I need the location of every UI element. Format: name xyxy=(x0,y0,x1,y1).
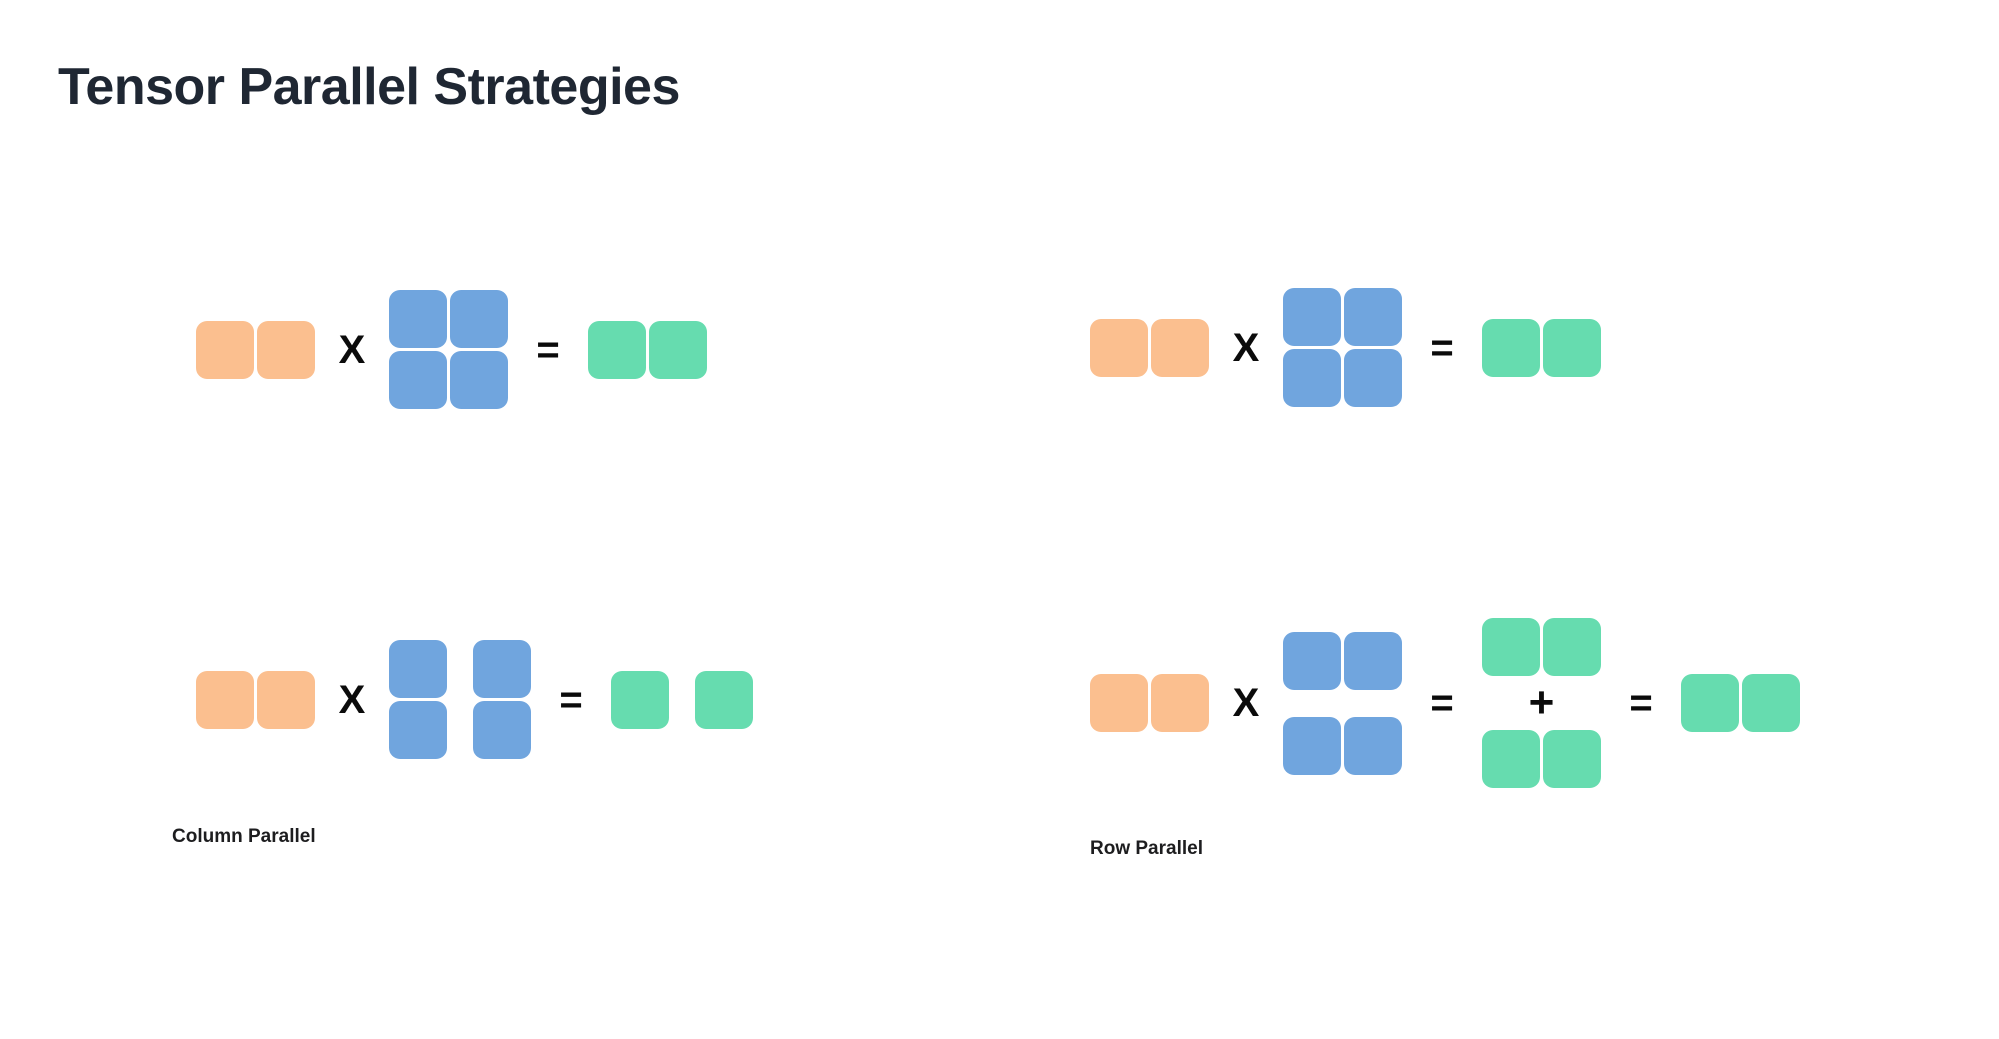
matrix-cell-activation xyxy=(196,670,254,729)
matrix-cell-output xyxy=(1742,674,1800,732)
matrix-row xyxy=(196,320,315,379)
matrix-cell-partial xyxy=(1482,730,1540,788)
matrix-cell-weight-shard-a xyxy=(389,640,447,698)
matrix-cell-weight xyxy=(389,351,447,409)
matrix-row xyxy=(1482,318,1601,377)
matrix-row xyxy=(389,290,508,348)
panel-column-parallel-reference: X = xyxy=(196,290,707,409)
matrix-cell-activation xyxy=(1151,674,1209,732)
matrix-cell-weight-shard-b xyxy=(473,640,531,698)
matrix-cell-weight xyxy=(450,351,508,409)
page-title: Tensor Parallel Strategies xyxy=(58,58,680,116)
matrix-cell-activation xyxy=(196,320,254,379)
matrix-row xyxy=(1482,618,1601,676)
multiply-operator: X xyxy=(1232,325,1260,370)
matrix-row xyxy=(1681,674,1800,732)
output-matrix-reduced xyxy=(1681,674,1800,732)
matrix-row xyxy=(389,640,531,698)
matrix-cell-output-shard-b xyxy=(695,670,753,729)
equals-operator: = xyxy=(559,677,583,722)
weight-matrix xyxy=(1283,288,1402,407)
matrix-cell-weight-shard-a xyxy=(389,701,447,759)
equals-operator: = xyxy=(1430,681,1454,725)
caption-row-parallel: Row Parallel xyxy=(1090,838,1203,859)
matrix-cell-weight-shard-b xyxy=(1283,716,1341,775)
matrix-cell-output xyxy=(1482,318,1540,377)
output-matrix-column-split xyxy=(611,670,753,729)
matrix-cell-partial xyxy=(1543,730,1601,788)
matrix-cell-output xyxy=(1543,318,1601,377)
activation-matrix xyxy=(1090,318,1209,377)
matrix-cell-weight-shard-a xyxy=(1344,631,1402,690)
activation-matrix xyxy=(196,670,315,729)
partial-sum-stack: + xyxy=(1482,618,1601,788)
matrix-cell-weight xyxy=(1283,288,1341,346)
matrix-cell-weight xyxy=(1344,349,1402,407)
matrix-row xyxy=(1283,349,1402,407)
matrix-cell-weight xyxy=(450,290,508,348)
matrix-cell-weight xyxy=(389,290,447,348)
matrix-cell-output xyxy=(588,320,646,379)
partial-sum-top xyxy=(1482,618,1601,676)
weight-matrix-column-split xyxy=(389,640,531,759)
matrix-cell-output xyxy=(1681,674,1739,732)
panel-column-parallel-sharded: X = xyxy=(196,640,753,759)
multiply-operator: X xyxy=(1232,681,1260,725)
matrix-row-shard-a xyxy=(1283,631,1402,690)
matrix-cell-partial xyxy=(1482,618,1540,676)
matrix-cell-weight-shard-b xyxy=(473,701,531,759)
matrix-row xyxy=(1090,318,1209,377)
matrix-cell-activation xyxy=(257,670,315,729)
matrix-cell-weight xyxy=(1344,288,1402,346)
matrix-cell-weight-shard-a xyxy=(1283,631,1341,690)
matrix-row xyxy=(1283,288,1402,346)
matrix-cell-activation xyxy=(257,320,315,379)
matrix-row-shard-b xyxy=(1283,716,1402,775)
matrix-row xyxy=(389,351,508,409)
matrix-row xyxy=(196,670,315,729)
matrix-cell-weight xyxy=(1283,349,1341,407)
equals-operator: = xyxy=(1430,325,1454,370)
activation-matrix xyxy=(1090,674,1209,732)
matrix-cell-partial xyxy=(1543,618,1601,676)
matrix-row xyxy=(588,320,707,379)
matrix-cell-output xyxy=(649,320,707,379)
matrix-cell-weight-shard-b xyxy=(1344,716,1402,775)
partial-sum-bottom xyxy=(1482,730,1601,788)
weight-matrix-row-split xyxy=(1283,631,1402,775)
matrix-cell-activation xyxy=(1151,318,1209,377)
multiply-operator: X xyxy=(338,677,366,722)
panel-row-parallel-sharded: X = + xyxy=(1090,618,1800,788)
equals-operator-final: = xyxy=(1629,681,1653,725)
panel-row-parallel-reference: X = xyxy=(1090,288,1601,407)
matrix-cell-activation xyxy=(1090,674,1148,732)
multiply-operator: X xyxy=(338,327,366,372)
weight-matrix xyxy=(389,290,508,409)
matrix-row xyxy=(1482,730,1601,788)
plus-slot: + xyxy=(1529,676,1555,730)
matrix-cell-activation xyxy=(1090,318,1148,377)
output-matrix xyxy=(588,320,707,379)
caption-column-parallel: Column Parallel xyxy=(172,826,316,847)
activation-matrix xyxy=(196,320,315,379)
matrix-row xyxy=(389,701,531,759)
matrix-row xyxy=(611,670,753,729)
plus-operator: + xyxy=(1528,678,1555,727)
matrix-cell-output-shard-a xyxy=(611,670,669,729)
matrix-row xyxy=(1090,674,1209,732)
equals-operator: = xyxy=(536,327,560,372)
output-matrix xyxy=(1482,318,1601,377)
